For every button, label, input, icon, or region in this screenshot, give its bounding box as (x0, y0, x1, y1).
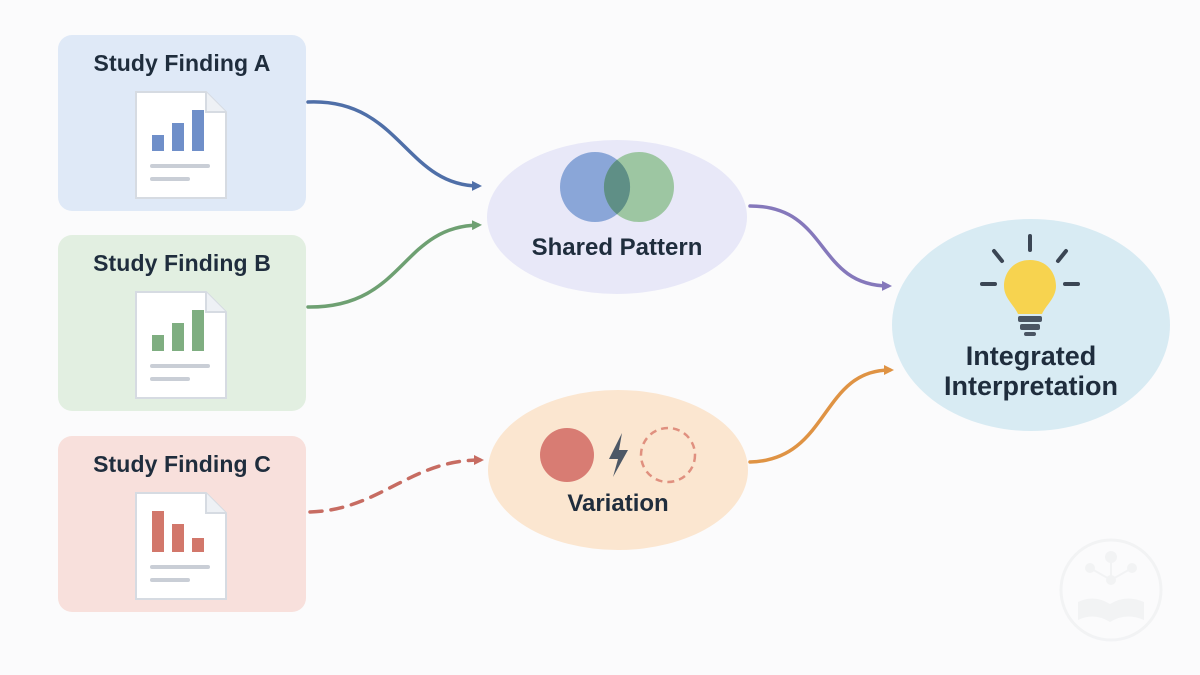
book-network-logo (1059, 538, 1163, 642)
arrow-shared-to-integrated (748, 204, 892, 291)
integrated-label-line2: Interpretation (943, 371, 1118, 401)
document-chart-icon (135, 91, 227, 199)
study-finding-a-card: Study Finding A (58, 35, 306, 211)
study-finding-a-title: Study Finding A (93, 50, 271, 76)
integrated-label-line1: Integrated (965, 341, 1097, 371)
document-chart-icon (135, 492, 227, 600)
study-finding-b-title: Study Finding B (93, 250, 271, 276)
integrated-interpretation-label: Integrated Interpretation (893, 341, 1169, 401)
study-finding-b-card: Study Finding B (58, 235, 306, 411)
arrow-b-to-shared (306, 220, 482, 309)
arrow-variation-to-integrated (748, 365, 894, 464)
variation-icons (540, 426, 697, 484)
arrow-c-to-variation (308, 455, 484, 514)
variation-label: Variation (567, 490, 669, 517)
study-finding-c-title: Study Finding C (93, 451, 271, 477)
document-chart-icon (135, 291, 227, 399)
solid-circle-icon (540, 428, 594, 482)
arrow-a-to-shared (306, 100, 482, 191)
lightning-icon (609, 433, 628, 477)
lightbulb-icon (980, 234, 1080, 336)
overlap-circles-icon (560, 152, 674, 222)
dashed-circle-icon (639, 426, 697, 484)
shared-pattern-node (487, 140, 747, 294)
variation-node (488, 390, 748, 550)
shared-pattern-label: Shared Pattern (531, 234, 703, 261)
study-finding-c-card: Study Finding C (58, 436, 306, 612)
